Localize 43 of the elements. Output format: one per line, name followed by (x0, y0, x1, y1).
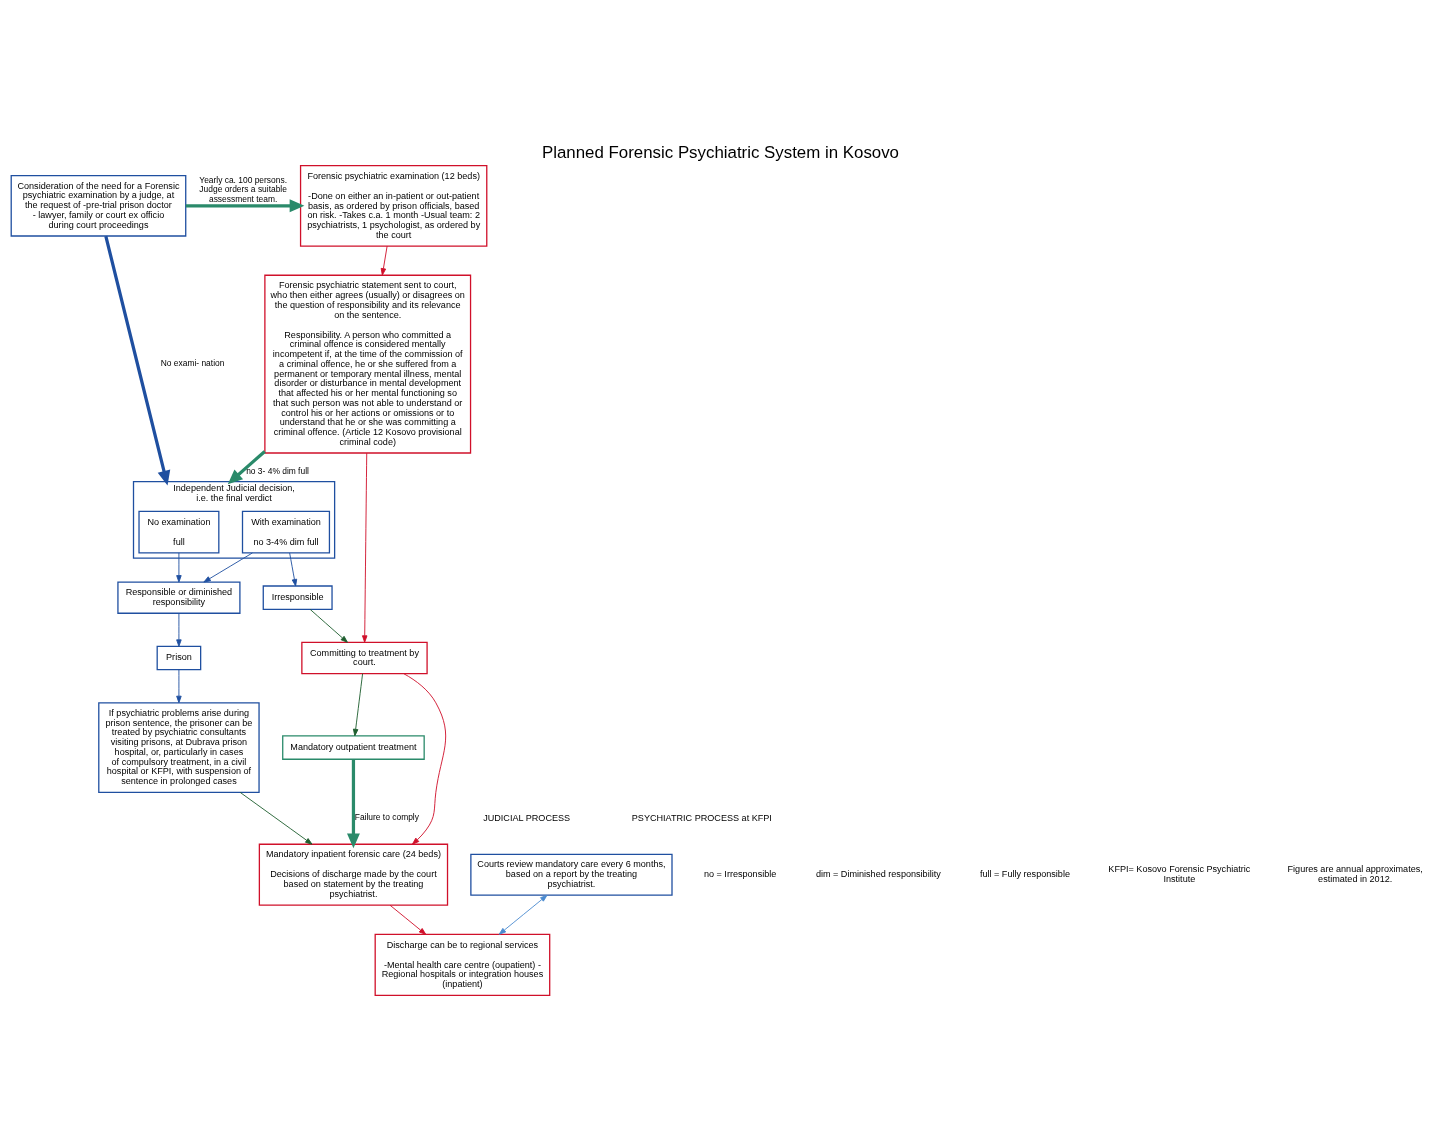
arrow (176, 552, 182, 583)
node-box: Mandatory inpatient forensic care (24 beds) Decisions of discharge made by the court based on statement by the treating psychiatrist. (258, 843, 449, 906)
node-box: Responsible or diminished responsibility (117, 581, 241, 614)
node-box: Consideration of the need for a Forensic psychiatric examination by a judge, at the request of -pre-trial prison doctor - lawyer, family or court ex officio during court proceedings (10, 175, 187, 237)
node-box: Irresponsible (262, 585, 333, 610)
node-box: If psychiatric problems arise during prison sentence, the prisoner can be treated by psychiatric consultants visiting prisons, at Dubrava prison hospital, or, particularly in cases of compulsory treatment, in a civil hospital or KFPI, with suspension of sentence in prolonged cases (98, 702, 260, 793)
label: full = Fully responsible (979, 869, 1070, 880)
edge-label: Failure to comply (354, 812, 419, 823)
edge-label: no 3- 4% dim full (246, 466, 309, 477)
node-box: Forensic psychiatric examination (12 beds) -Done on either an in-patient or out-patient basis, as ordered by prison officials, based on risk. -Takes c.a. 1 month -Usual team: 2 psychiatrists, 1 psychologist, as ordered by the court (299, 164, 488, 247)
arrow (176, 669, 182, 704)
edge-label: Yearly ca. 100 persons. Judge orders a suitable assessment team. (199, 175, 288, 204)
arrow (352, 673, 364, 737)
node-box: Courts review mandatory care every 6 months, based on a report by the treating psychiatrist. (470, 853, 673, 896)
arrow (403, 673, 447, 845)
arrow (498, 894, 548, 935)
arrow (239, 791, 313, 845)
label: Figures are annual approximates, estimated in 2012. (1287, 864, 1423, 884)
node-box: With examination no 3-4% dim full (241, 510, 331, 554)
node-box: Forensic psychiatric statement sent to court, who then either agrees (usually) or disagrees on the question of responsibility and its relevance on the sentence. Responsibility. A person who committed a criminal offence is considered mentally incompetent if, at the time of the commission of a criminal offence, he or she suffered from a permanent or temporary mental illness, mental disorder or disturbance in mental development that affected his or her mental functioning so that such person was not able to understand or control his or her actions or omissions or to understand that he or she was committing a criminal offence. (Article 12 Kosovo provisional criminal code) (264, 274, 472, 454)
diagram-title: Planned Forensic Psychiatric System in Kosovo (541, 142, 900, 162)
arrow (380, 245, 388, 276)
label: JUDICIAL PROCESS (483, 812, 571, 823)
label: no = Irresponsible (703, 869, 777, 880)
arrow (362, 452, 368, 643)
label: PSYCHIATRIC PROCESS at KFPI (631, 812, 772, 823)
arrow (203, 552, 253, 583)
label: dim = Diminished responsibility (815, 869, 941, 880)
edge-label: No exami- nation (160, 358, 225, 369)
arrow (104, 235, 171, 486)
node-box: Mandatory outpatient treatment (282, 735, 425, 760)
arrow (227, 450, 266, 485)
node-box: Committing to treatment by court. (301, 641, 428, 675)
arrow (389, 904, 427, 935)
arrow (185, 199, 305, 213)
label: KFPI= Kosovo Forensic Psychiatric Institute (1108, 864, 1251, 884)
arrow (289, 552, 298, 587)
node-box: No examination full (138, 510, 220, 554)
arrow (347, 759, 360, 849)
arrow (176, 613, 182, 647)
node-box: Prison (156, 645, 202, 671)
node-box: Discharge can be to regional services -Mental health care centre (oupatient) - Regional hospitals or integration houses (inpatient) (374, 933, 551, 997)
arrow (309, 609, 348, 643)
